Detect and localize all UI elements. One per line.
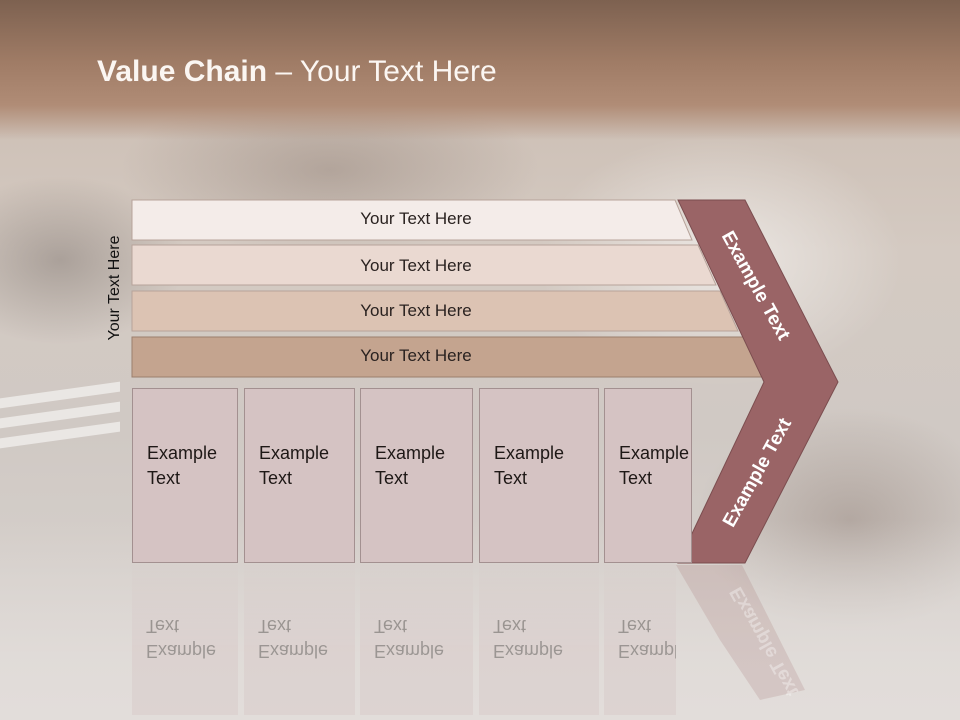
slide-title[interactable]: Value Chain – Your Text Here [97,55,497,89]
bar-1-label: Your Text Here [360,209,472,228]
box-4-line1: Example [494,443,565,463]
box-4-line2: Text [494,468,528,488]
title-band [0,0,960,140]
box-5-line2: Text [619,468,653,488]
activity-box-2[interactable]: Example Text [244,388,355,563]
box-2-line1: Example [259,443,330,463]
bar-4-label: Your Text Here [360,346,472,365]
title-bold: Value Chain [97,55,268,88]
activity-box-3[interactable]: Example Text [360,388,473,563]
bar-3-label: Your Text Here [360,301,472,320]
box-2-line2: Text [259,468,293,488]
activity-box-5[interactable]: Example Text [604,388,692,563]
bar-1[interactable] [131,199,693,241]
box-5-line1: Example [619,443,690,463]
chevron-arrow[interactable] [677,199,839,564]
box-1-line2: Text [147,468,181,488]
bar-2-label: Your Text Here [360,256,472,275]
bar-3[interactable] [131,290,739,332]
activity-box-1[interactable]: Example Text [132,388,238,563]
box-3-line1: Example [375,443,446,463]
chevron-reflection [676,565,805,700]
box-1-line1: Example [147,443,218,463]
bar-2[interactable] [131,244,717,286]
title-rest: – Your Text Here [267,55,497,88]
activity-box-4[interactable]: Example Text [479,388,599,563]
box-3-line2: Text [375,468,409,488]
